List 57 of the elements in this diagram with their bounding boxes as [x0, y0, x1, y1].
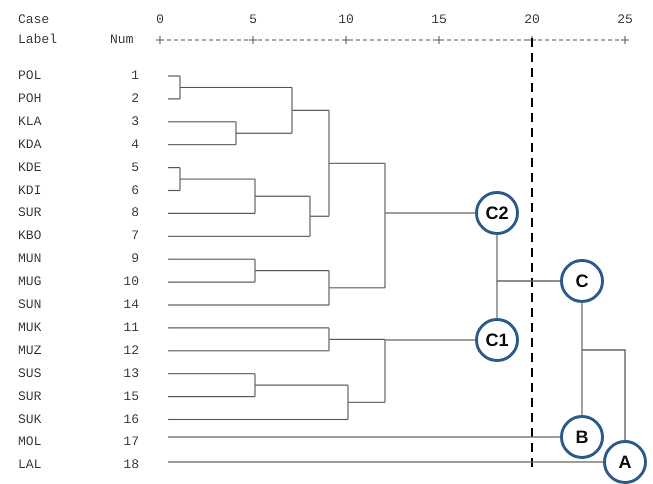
- cluster-circle: [560, 415, 604, 459]
- case-label: MOL: [18, 434, 42, 450]
- case-number: 13: [122, 366, 139, 381]
- connector-line: [496, 280, 560, 318]
- case-label: SUS: [18, 366, 42, 381]
- connector-line: [581, 349, 626, 440]
- case-label: MUK: [18, 320, 42, 335]
- cluster-circle: [475, 318, 519, 362]
- tick-label: 5: [249, 12, 257, 27]
- cluster-label: C: [574, 270, 590, 292]
- case-label: SUN: [18, 297, 42, 312]
- case-label: KLA: [18, 114, 42, 129]
- case-number: 11: [122, 320, 139, 335]
- cluster-label: C2: [484, 202, 510, 224]
- cluster-label: A: [618, 451, 632, 473]
- tick-label: 0: [156, 12, 164, 27]
- tick-label: 15: [431, 12, 447, 27]
- case-label: SUR: [18, 205, 42, 220]
- case-number: 16: [122, 412, 139, 426]
- case-label: MUG: [18, 274, 42, 290]
- header-label: Case: [18, 12, 50, 27]
- case-number: 8: [130, 205, 139, 220]
- tick-label: 25: [617, 12, 633, 27]
- case-number: 3: [130, 114, 139, 129]
- case-label: MUZ: [18, 342, 42, 358]
- case-number: 17: [122, 434, 139, 450]
- cluster-label: C1: [484, 329, 510, 351]
- cluster-circle: [475, 191, 519, 235]
- cluster-circle: [603, 440, 647, 484]
- header-label: Label: [18, 32, 58, 47]
- case-label: MUN: [18, 251, 42, 266]
- case-label: POH: [18, 90, 42, 106]
- case-label: POL: [18, 68, 42, 83]
- case-number: 10: [122, 274, 139, 290]
- tick-label: 20: [524, 12, 540, 27]
- case-number: 14: [122, 297, 139, 312]
- case-label: LAL: [18, 457, 42, 472]
- case-label: KDA: [18, 136, 42, 152]
- case-number: 12: [122, 342, 139, 358]
- case-number: 4: [130, 136, 139, 152]
- case-number: 18: [122, 457, 139, 472]
- case-number: 2: [130, 90, 139, 106]
- case-number: 1: [130, 68, 139, 83]
- case-number: 7: [130, 228, 139, 244]
- case-number: 6: [130, 182, 139, 198]
- case-label: SUK: [18, 412, 42, 426]
- case-number: 5: [130, 160, 139, 175]
- case-label: KBO: [18, 228, 42, 244]
- case-label: SUR: [18, 388, 42, 404]
- case-number: 9: [130, 251, 139, 266]
- tick-label: 10: [338, 12, 354, 27]
- case-label: KDE: [18, 160, 42, 175]
- cluster-circle: [560, 259, 604, 303]
- case-number: 15: [122, 388, 139, 404]
- cluster-label: B: [574, 426, 590, 448]
- header-label: Num: [110, 32, 134, 47]
- case-label: KDI: [18, 182, 42, 198]
